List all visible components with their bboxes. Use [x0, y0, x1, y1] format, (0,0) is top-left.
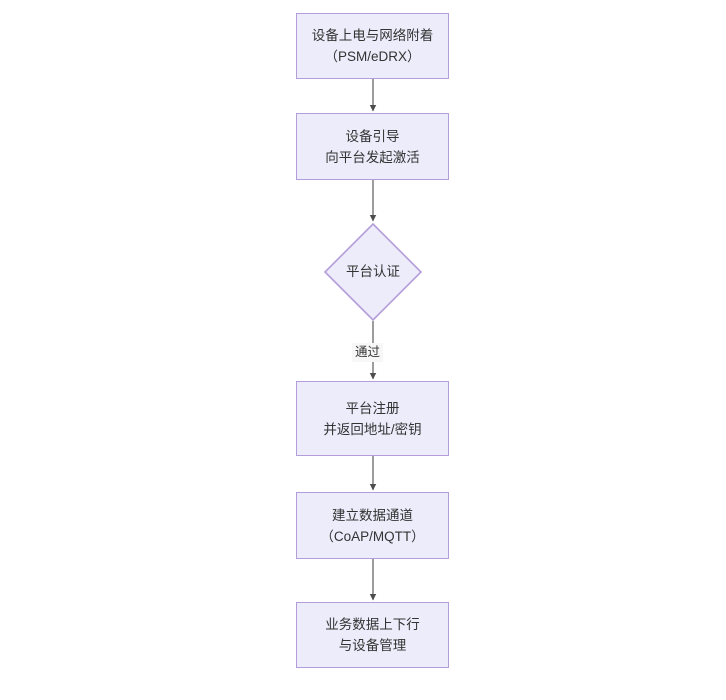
- node-platform-authentication[interactable]: 平台认证: [324, 223, 422, 321]
- node-label-line-2: （PSM/eDRX）: [324, 49, 421, 64]
- node-label-line-1: 建立数据通道: [332, 507, 413, 523]
- node-business-data-exchange[interactable]: 业务数据上下行 与设备管理: [296, 602, 449, 668]
- node-label-line-2: 向平台发起激活: [325, 149, 420, 165]
- node-establish-data-channel[interactable]: 建立数据通道 （CoAP/MQTT）: [296, 492, 449, 559]
- node-device-bootstrap[interactable]: 设备引导 向平台发起激活: [296, 113, 449, 180]
- node-label-line-1: 设备引导: [345, 128, 400, 144]
- node-label-line-1: 设备上电与网络附着: [311, 28, 434, 43]
- node-label-line-1: 业务数据上下行: [325, 617, 420, 632]
- node-label: 平台认证: [346, 264, 400, 279]
- node-label-line-2: 与设备管理: [338, 638, 407, 653]
- node-platform-registration[interactable]: 平台注册 并返回地址/密钥: [296, 381, 449, 456]
- diamond-shape-icon: [324, 223, 422, 321]
- node-label-line-1: 平台注册: [345, 400, 400, 416]
- node-label-line-2: （CoAP/MQTT）: [320, 528, 425, 544]
- edge-label-pass: 通过: [352, 343, 384, 362]
- node-label-line-2: 并返回地址/密钥: [323, 421, 422, 437]
- node-device-power-on[interactable]: 设备上电与网络附着 （PSM/eDRX）: [296, 13, 449, 79]
